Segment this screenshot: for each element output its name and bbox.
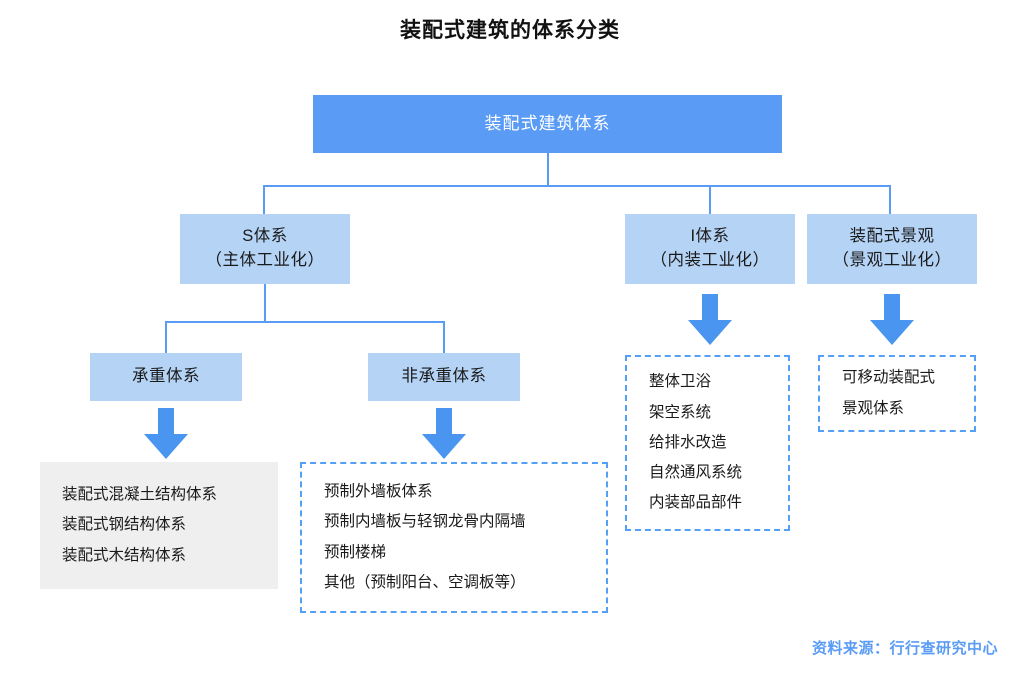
- node-i-system[interactable]: I体系 （内装工业化）: [625, 214, 795, 284]
- panel-interior-systems: 整体卫浴 架空系统 给排水改造 自然通风系统 内装部品部件: [625, 355, 790, 531]
- panel-bearing-line: 装配式钢结构体系: [62, 516, 187, 534]
- panel-interior-line: 整体卫浴: [649, 373, 712, 391]
- panel-landscape-systems: 可移动装配式 景观体系: [818, 355, 976, 432]
- node-landscape-line1: 装配式景观: [849, 227, 935, 246]
- panel-nonbearing-line: 预制楼梯: [324, 543, 387, 561]
- connector-s-trunk: [264, 284, 266, 322]
- node-root[interactable]: 装配式建筑体系: [313, 95, 782, 153]
- connector-drop-i: [709, 185, 711, 214]
- node-s-system[interactable]: S体系 （主体工业化）: [180, 214, 350, 284]
- panel-bearing-line: 装配式木结构体系: [62, 546, 187, 564]
- node-i-system-line1: I体系: [690, 227, 730, 246]
- panel-nonbearing-systems: 预制外墙板体系 预制内墙板与轻钢龙骨内隔墙 预制楼梯 其他（预制阳台、空调板等）: [300, 462, 608, 613]
- connector-level3-bus: [165, 321, 445, 323]
- arrow-down-icon-bearing: [143, 408, 189, 460]
- node-i-system-line2: （内装工业化）: [650, 251, 770, 269]
- panel-interior-line: 自然通风系统: [649, 464, 743, 482]
- panel-nonbearing-line: 预制内墙板与轻钢龙骨内隔墙: [324, 513, 526, 531]
- panel-bearing-line: 装配式混凝土结构体系: [62, 486, 218, 504]
- panel-landscape-line: 景观体系: [842, 399, 905, 417]
- connector-drop-landscape: [889, 185, 891, 214]
- panel-nonbearing-line: 其他（预制阳台、空调板等）: [324, 573, 526, 591]
- node-landscape-line2: （景观工业化）: [832, 251, 952, 269]
- panel-bearing-systems: 装配式混凝土结构体系 装配式钢结构体系 装配式木结构体系: [40, 462, 278, 589]
- node-s-system-line2: （主体工业化）: [205, 251, 325, 269]
- panel-interior-line: 架空系统: [649, 403, 712, 421]
- connector-root-trunk: [547, 153, 549, 186]
- node-bearing-label: 承重体系: [132, 367, 200, 386]
- panel-interior-line: 给排水改造: [649, 433, 727, 451]
- panel-interior-line: 内装部品部件: [649, 494, 743, 512]
- node-nonbearing-system[interactable]: 非承重体系: [368, 353, 520, 401]
- source-credit: 资料来源：行行查研究中心: [811, 640, 998, 657]
- node-s-system-line1: S体系: [242, 227, 288, 246]
- panel-nonbearing-line: 预制外墙板体系: [324, 483, 433, 501]
- node-root-label: 装配式建筑体系: [484, 113, 611, 133]
- panel-landscape-line: 可移动装配式: [842, 369, 936, 387]
- page-title: 装配式建筑的体系分类: [400, 19, 620, 42]
- node-nonbearing-label: 非承重体系: [401, 367, 487, 386]
- connector-level2-bus: [263, 185, 891, 187]
- connector-drop-nonbearing: [443, 321, 445, 354]
- node-bearing-system[interactable]: 承重体系: [90, 353, 242, 401]
- connector-drop-s: [263, 185, 265, 214]
- arrow-down-icon-interior: [687, 294, 733, 346]
- arrow-down-icon-nonbearing: [421, 408, 467, 460]
- node-landscape-system[interactable]: 装配式景观 （景观工业化）: [807, 214, 977, 284]
- connector-drop-bearing: [165, 321, 167, 354]
- arrow-down-icon-landscape: [869, 294, 915, 346]
